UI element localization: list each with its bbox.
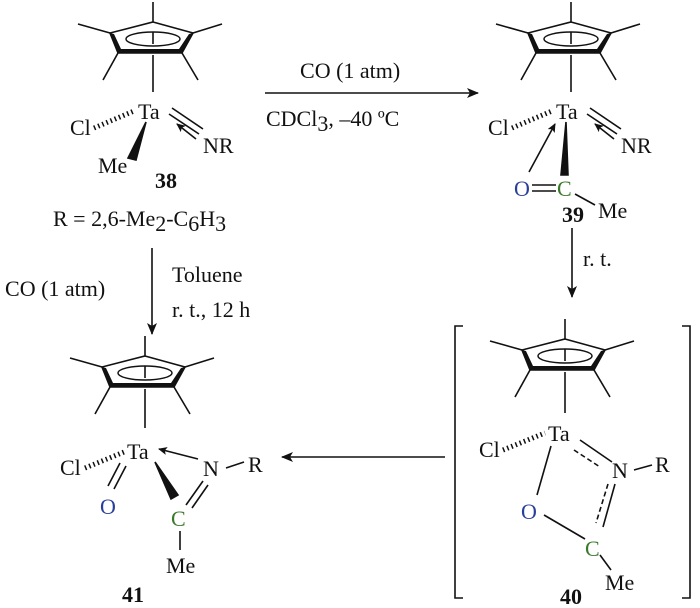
arrow-38-to-39: CO (1 atm) CDCl3, –40 ºC [265,58,479,136]
bracket-left [454,325,463,599]
arrow-39-to-40: r. t. [567,228,612,298]
n-atom: N [612,458,628,483]
cl-atom: Cl [479,437,500,462]
me-group: Me [98,153,127,178]
compound-39: Ta Cl NR O C Me 39 [488,99,652,227]
c-atom: C [585,536,600,561]
cp-star-ligand [489,319,635,413]
me-group: Me [605,570,634,595]
conditions: r. t., 12 h [172,297,250,322]
c-atom: C [557,176,572,201]
ta-atom: Ta [138,99,160,124]
reagent-co: CO (1 atm) [300,58,400,83]
nr-group: NR [203,133,234,158]
me-group: Me [598,198,627,223]
r-definition: R = 2,6-Me2-C6H3 [53,206,226,236]
r-group: R [655,452,670,477]
r-group: R [248,452,263,477]
cp-star-ligand [69,336,215,428]
conditions: CDCl3, –40 ºC [266,106,399,136]
wedge-bond [126,121,147,161]
ta-atom: Ta [127,439,149,464]
o-atom: O [100,494,116,519]
compound-label-40: 40 [560,584,582,608]
cp-star-ligand [77,2,223,92]
compound-38: Ta Cl Me NR 38 R = 2,6-Me2-C6H3 [53,99,234,236]
bracket-right [682,325,691,599]
compound-label-39: 39 [562,202,584,227]
o-atom: O [514,176,530,201]
solvent: Toluene [172,262,243,287]
cl-atom: Cl [70,115,91,140]
o-atom: O [521,499,537,524]
cp-star-rings [69,2,641,428]
n-atom: N [203,456,219,481]
condition-rt: r. t. [583,246,612,271]
cl-atom: Cl [60,455,81,480]
nr-group: NR [621,133,652,158]
cp-star-ligand [495,2,641,92]
arrow-38-to-41: CO (1 atm) Toluene r. t., 12 h [5,248,250,335]
cl-atom: Cl [488,115,509,140]
reagent-co: CO (1 atm) [5,276,105,301]
compound-40: Ta Cl N R O C Me 40 [454,325,691,608]
ta-atom: Ta [556,99,578,124]
compound-label-41: 41 [122,582,144,607]
c-atom: C [171,506,186,531]
compound-label-38: 38 [155,168,177,193]
me-group: Me [166,553,195,578]
compound-41: Ta Cl O N R C Me 41 [60,439,263,607]
ta-atom: Ta [548,421,570,446]
